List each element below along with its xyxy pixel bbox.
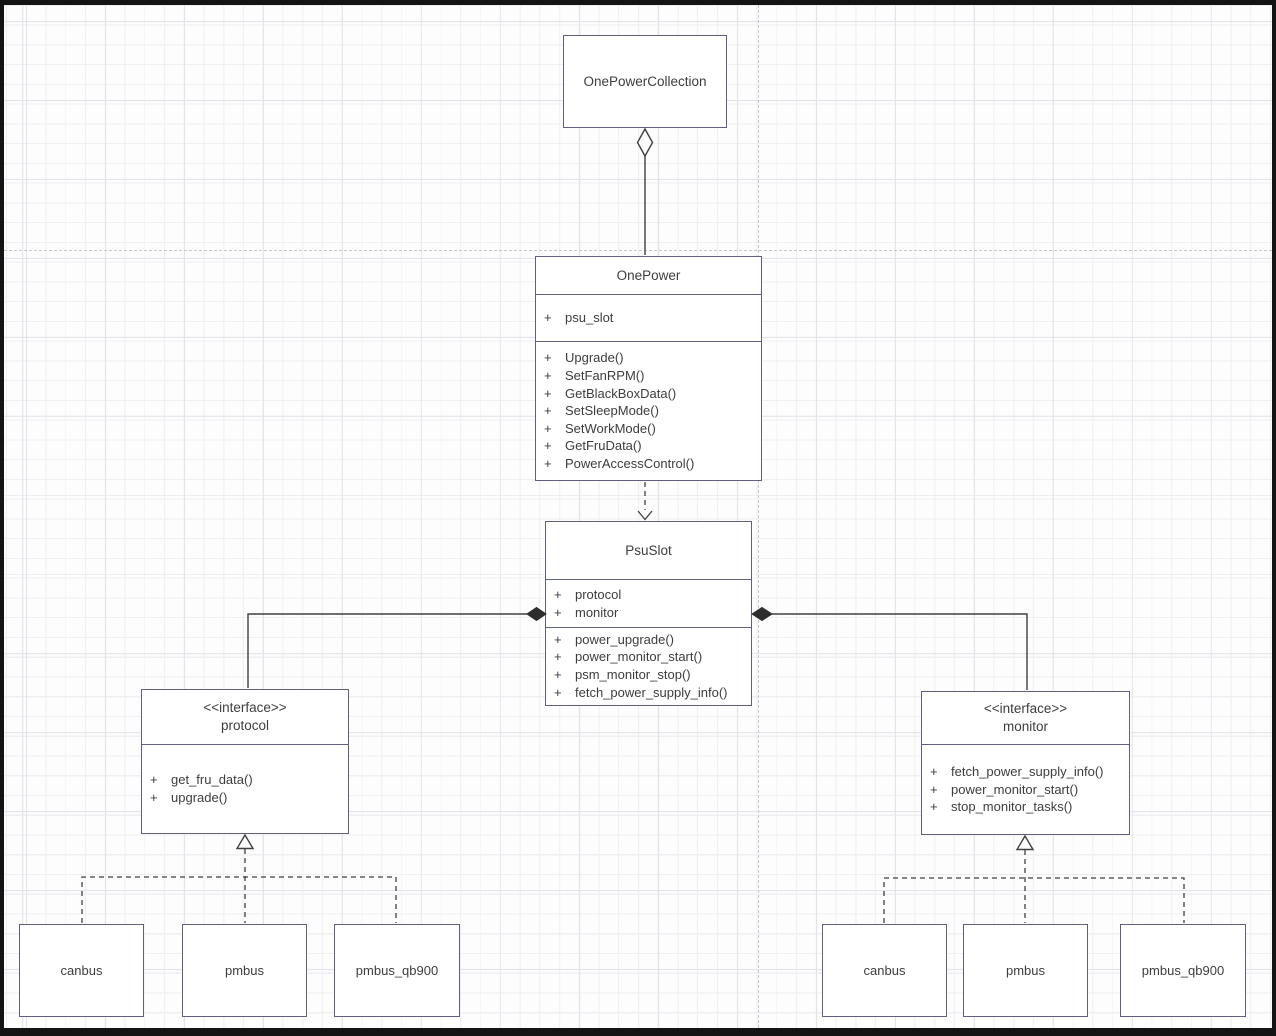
method-row: +Upgrade() [544, 350, 624, 366]
class-title: canbus [60, 962, 103, 978]
attribute-row: + psu_slot [544, 309, 761, 327]
attributes-compartment: + psu_slot [536, 294, 761, 341]
class-psuslot: PsuSlot +protocol +monitor +power_upgrad… [545, 521, 752, 706]
class-title: pmbus_qb900 [355, 962, 439, 978]
dependency-arrowhead-icon [637, 510, 653, 521]
page-break-vertical-guide [758, 5, 759, 1028]
class-title: pmbus_qb900 [1141, 962, 1225, 978]
class-title: <<interface>> monitor [922, 692, 1129, 744]
interface-name: monitor [1002, 719, 1048, 734]
method-name: get_fru_data() [171, 772, 253, 788]
stereotype-label: <<interface>> [203, 700, 287, 715]
attribute-row: +monitor [554, 604, 619, 620]
class-onepower: OnePower + psu_slot +Upgrade() +SetFanRPM… [535, 256, 762, 481]
attribute-row: +protocol [554, 586, 622, 602]
method-name: Upgrade() [565, 350, 624, 366]
class-pmbus-qb900-left: pmbus_qb900 [334, 924, 460, 1017]
class-title: canbus [863, 962, 906, 978]
realization-left-branch-line [81, 876, 397, 923]
attribute-name: monitor [575, 604, 619, 620]
method-row: +SetSleepMode() [544, 403, 659, 419]
method-row: +fetch_power_supply_info() [554, 684, 728, 700]
method-name: fetch_power_supply_info() [575, 684, 728, 700]
method-row: +GetFruData() [544, 438, 642, 454]
method-row: +power_monitor_start() [930, 781, 1079, 797]
realization-left-triangle-icon [235, 833, 255, 850]
class-title: pmbus [1005, 962, 1046, 978]
aggregation-diamond-icon [636, 127, 654, 158]
class-pmbus-qb900-right: pmbus_qb900 [1120, 924, 1246, 1017]
realization-right-branch-line [883, 877, 1185, 923]
method-name: power_monitor_start() [575, 649, 703, 665]
method-name: psm_monitor_stop() [575, 667, 691, 682]
method-row: +fetch_power_supply_info() [930, 764, 1104, 780]
methods-compartment: +Upgrade() +SetFanRPM() +GetBlackBoxData… [536, 341, 761, 480]
method-name: SetSleepMode() [565, 403, 659, 419]
class-title: OnePowerCollection [583, 73, 707, 89]
method-name: GetBlackBoxData() [565, 385, 677, 401]
method-name: PowerAccessControl() [565, 455, 695, 471]
method-row: +stop_monitor_tasks() [930, 799, 1073, 815]
method-row: +power_upgrade() [554, 631, 675, 647]
stereotype-label: <<interface>> [983, 701, 1068, 716]
class-monitor-interface: <<interface>> monitor +fetch_power_suppl… [921, 691, 1130, 835]
class-title: OnePower [616, 267, 681, 283]
composition-left-diamond-icon [526, 606, 547, 622]
class-title: <<interface>> protocol [142, 690, 348, 744]
attribute-name: protocol [575, 586, 622, 602]
methods-compartment: +get_fru_data() +upgrade() [142, 744, 348, 833]
composition-right-diamond-icon [751, 606, 773, 622]
method-name: SetFanRPM() [565, 368, 645, 384]
class-title: PsuSlot [625, 542, 672, 558]
method-name: stop_monitor_tasks() [951, 799, 1073, 815]
method-row: +power_monitor_start() [554, 649, 703, 665]
visibility: + [544, 310, 552, 326]
attributes-compartment: +protocol +monitor [546, 579, 751, 627]
realization-right-triangle-icon [1015, 834, 1035, 851]
method-row: +GetBlackBoxData() [544, 385, 677, 401]
class-pmbus-left: pmbus [182, 924, 307, 1017]
method-row: +PowerAccessControl() [544, 455, 695, 471]
class-canbus-left: canbus [19, 924, 144, 1017]
attribute-name: psu_slot [565, 310, 614, 326]
class-protocol-interface: <<interface>> protocol +get_fru_data() +… [141, 689, 349, 834]
composition-left-line [247, 613, 527, 688]
class-title: pmbus [224, 962, 265, 978]
method-row: +SetWorkMode() [544, 420, 656, 436]
class-canbus-right: canbus [822, 924, 947, 1017]
interface-name: protocol [220, 718, 270, 733]
method-name: power_monitor_start() [951, 781, 1079, 797]
method-row: +upgrade() [150, 790, 228, 805]
page-break-horizontal-guide [4, 250, 1272, 251]
composition-right-line [772, 613, 1028, 690]
method-row: +psm_monitor_stop() [554, 667, 691, 682]
class-onepowercollection: OnePowerCollection [563, 35, 727, 128]
method-name: fetch_power_supply_info() [951, 764, 1104, 780]
method-name: GetFruData() [565, 438, 642, 454]
method-row: +get_fru_data() [150, 772, 253, 788]
method-name: power_upgrade() [575, 631, 675, 647]
class-pmbus-right: pmbus [963, 924, 1088, 1017]
methods-compartment: +power_upgrade() +power_monitor_start() … [546, 627, 751, 704]
method-name: SetWorkMode() [565, 420, 656, 436]
method-name: upgrade() [171, 790, 228, 805]
connector-layer [81, 127, 1185, 923]
methods-compartment: +fetch_power_supply_info() +power_monito… [922, 744, 1129, 834]
method-row: +SetFanRPM() [544, 368, 645, 384]
